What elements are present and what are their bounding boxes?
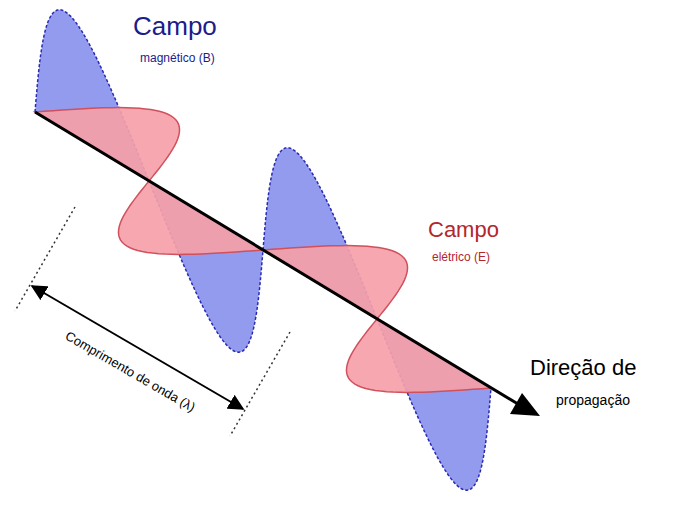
field-subtitle: elétrico (E) [432, 251, 490, 264]
field-title: Campo [133, 12, 217, 41]
electric-field-lobe [263, 246, 408, 319]
dimension-extension [15, 207, 75, 311]
field-subtitle: magnético (B) [140, 52, 215, 65]
wavelength-label: Comprimento de onda (λ) [63, 329, 198, 415]
field-title: Campo [428, 218, 499, 242]
dimension-extension [230, 332, 290, 436]
electric-field-lobe [35, 108, 180, 181]
wavelength-dimension [32, 286, 243, 409]
electric-field-lobe [346, 319, 491, 392]
direction-label: propagação [556, 393, 630, 408]
direction-label: Direção de [530, 356, 636, 380]
propagation-arrowhead [510, 393, 540, 416]
electric-field-lobe [118, 181, 263, 254]
